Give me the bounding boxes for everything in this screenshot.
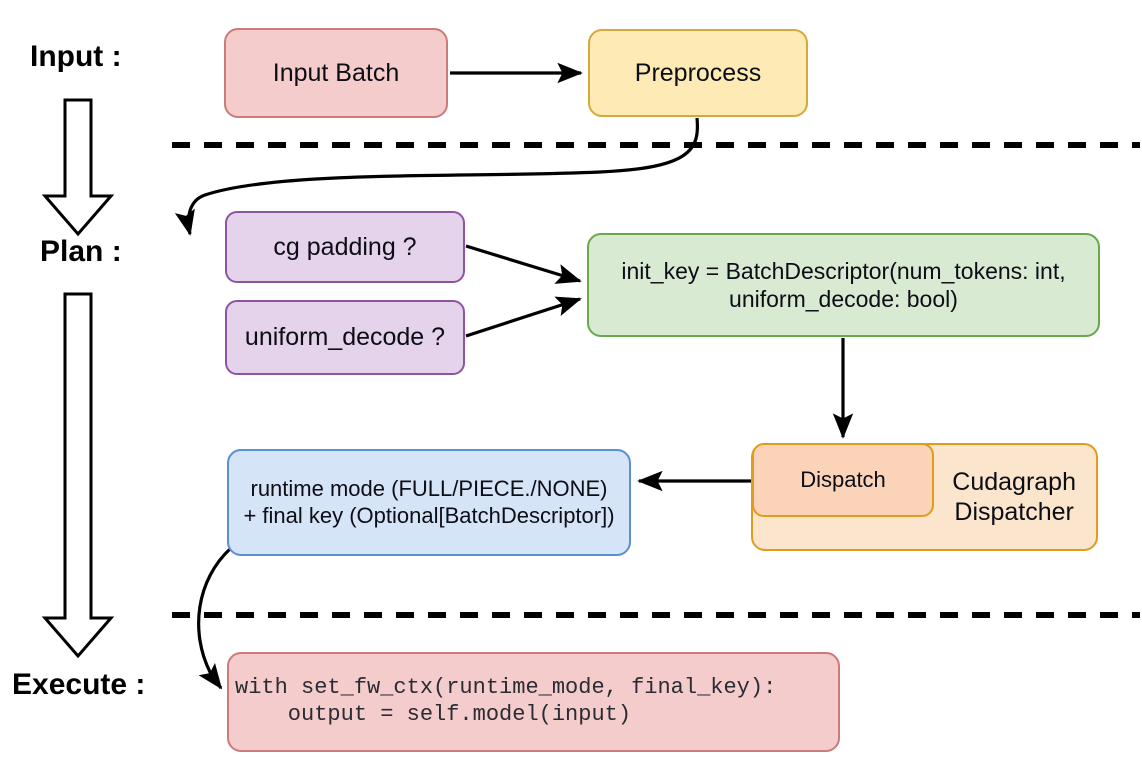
stage-label-plan: Plan :: [40, 235, 122, 268]
input-to-plan-block-arrow: [41, 98, 115, 237]
node-preprocess[interactable]: Preprocess: [588, 29, 808, 117]
plan-to-execute-block-arrow: [41, 292, 115, 659]
execute-code-text: with set_fw_ctx(runtime_mode, final_key)…: [235, 675, 777, 727]
node-uniform-decode[interactable]: uniform_decode ?: [225, 300, 465, 375]
stage-label-input: Input :: [30, 40, 122, 73]
node-cg-padding[interactable]: cg padding ?: [225, 211, 465, 283]
connector-uniform-decode-to-init-key: [465, 296, 582, 338]
node-runtime-mode-final-key[interactable]: runtime mode (FULL/PIECE./NONE) + final …: [227, 449, 631, 556]
node-input-batch[interactable]: Input Batch: [224, 28, 448, 118]
node-dispatch[interactable]: Dispatch: [752, 443, 934, 517]
node-init-key-batch-descriptor[interactable]: init_key = BatchDescriptor(num_tokens: i…: [587, 233, 1100, 337]
stage-label-execute: Execute :: [12, 668, 146, 701]
node-execute-code[interactable]: with set_fw_ctx(runtime_mode, final_key)…: [227, 652, 840, 752]
connector-cg-padding-to-init-key: [465, 244, 582, 284]
